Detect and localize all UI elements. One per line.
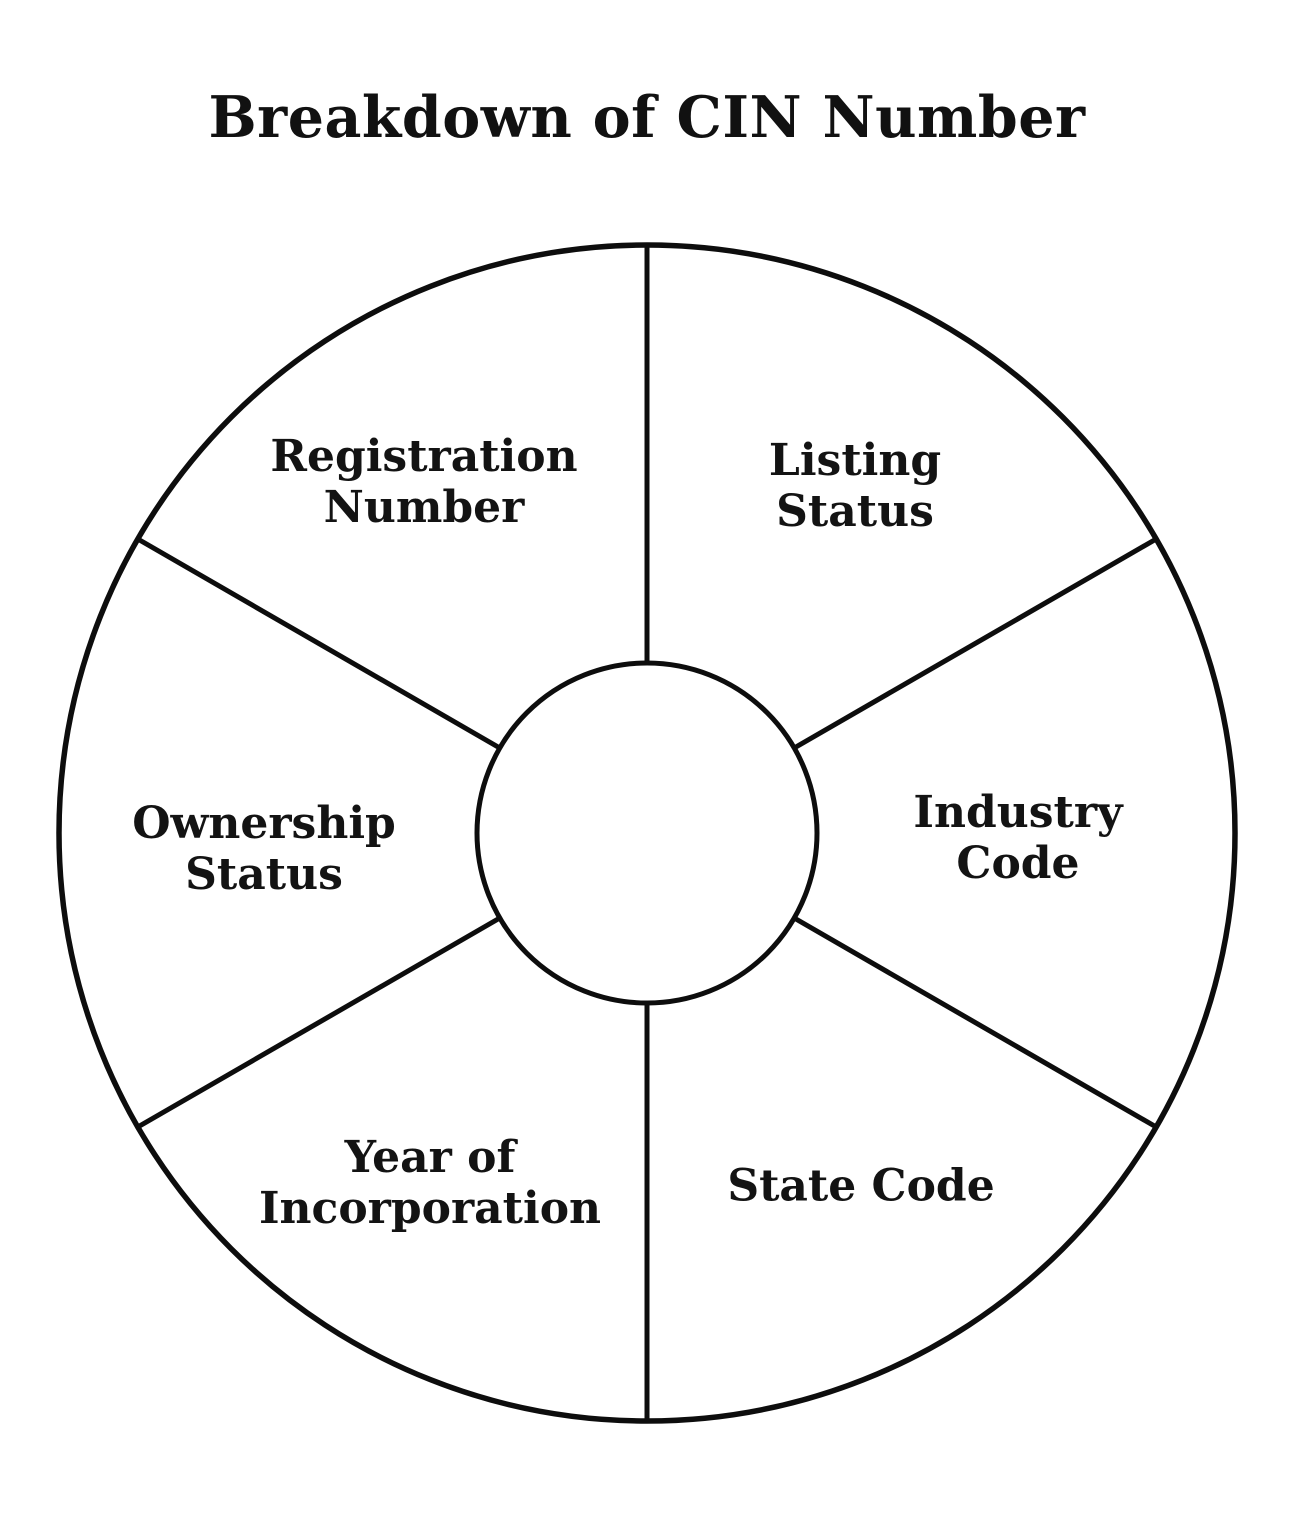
segment-label-listing-status: Listing Status [768, 434, 942, 537]
spoke-lower-right [792, 915, 1158, 1130]
segment-label-year-of-incorporation: Year of Incorporation [258, 1131, 602, 1234]
segment-label-industry-code: Industry Code [913, 786, 1123, 889]
spoke-lower-left [136, 915, 502, 1130]
spoke-upper-left [136, 536, 502, 751]
wheel-hub-circle [474, 660, 820, 1006]
segment-label-state-code: State Code [727, 1160, 995, 1212]
spoke-upper-right [792, 536, 1158, 751]
segment-label-registration-number: Registration Number [270, 430, 578, 533]
segment-label-ownership-status: Ownership Status [132, 797, 396, 900]
page-title: Breakdown of CIN Number [208, 84, 1086, 151]
